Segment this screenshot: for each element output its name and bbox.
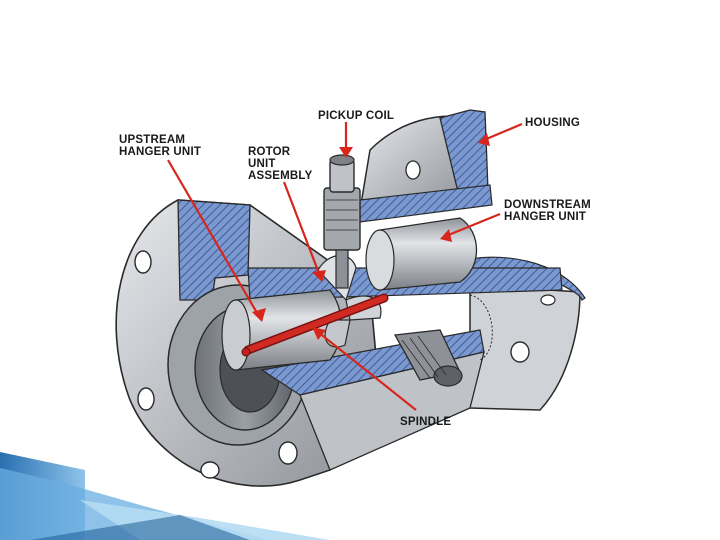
label-pickup-coil: PICKUP COIL bbox=[318, 110, 395, 122]
arrow-housing bbox=[478, 122, 523, 146]
arrow-rotor bbox=[282, 181, 326, 282]
slide-corner-decoration bbox=[0, 452, 330, 540]
label-rotor-unit-assembly: ROTOR UNIT ASSEMBLY bbox=[248, 146, 313, 182]
pickup-coil bbox=[323, 154, 361, 289]
arrow-downstream bbox=[440, 212, 501, 242]
arrow-pickup bbox=[339, 122, 353, 158]
downstream-hanger-cylinder bbox=[365, 217, 493, 361]
output-connector bbox=[393, 329, 463, 387]
callout-arrows bbox=[167, 122, 523, 411]
label-spindle: SPINDLE bbox=[400, 416, 452, 428]
label-upstream-hanger-unit: UPSTREAM HANGER UNIT bbox=[119, 134, 202, 158]
label-housing: HOUSING bbox=[525, 117, 581, 129]
housing-body bbox=[359, 109, 493, 223]
arrow-spindle bbox=[312, 327, 417, 411]
arrow-upstream bbox=[167, 159, 266, 322]
label-downstream-hanger-unit: DOWNSTREAM HANGER UNIT bbox=[504, 199, 591, 223]
spindle-rod bbox=[241, 293, 389, 357]
downstream-flange bbox=[454, 256, 586, 411]
